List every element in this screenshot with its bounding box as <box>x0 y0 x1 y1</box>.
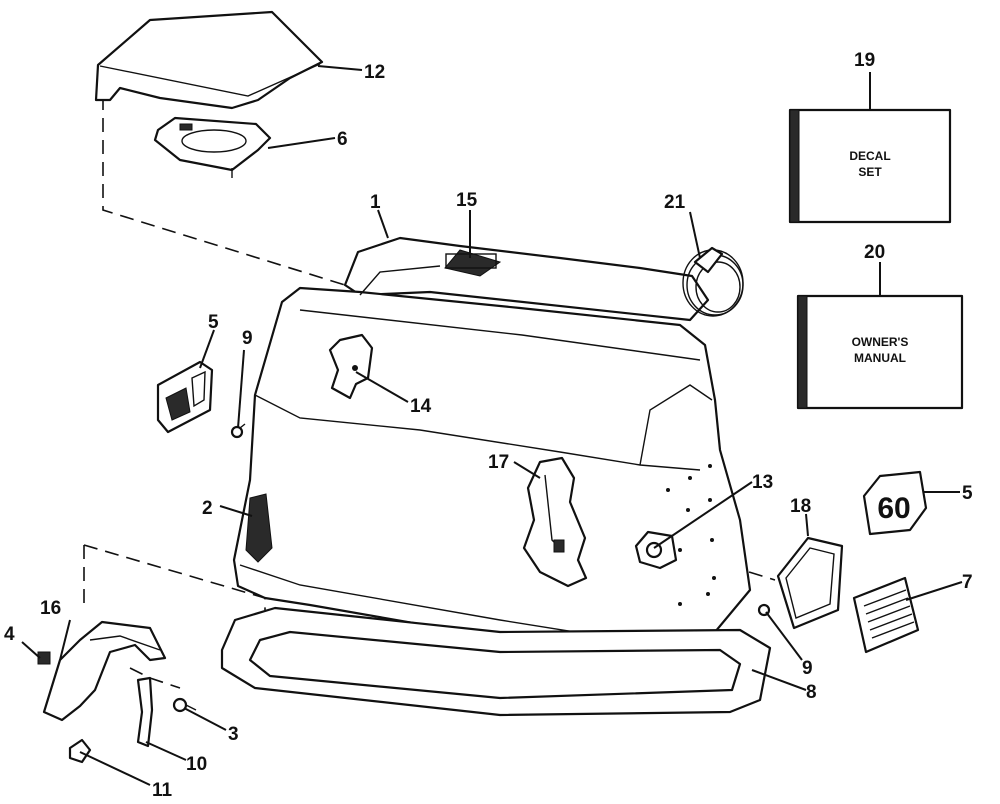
callout-16: 16 <box>40 598 61 619</box>
part-2-seal-strip <box>245 493 273 563</box>
callout-3: 3 <box>228 724 239 745</box>
badge-number-60: 60 <box>877 492 910 525</box>
part-3-screw <box>172 697 197 713</box>
part-12-top-cover <box>94 10 324 110</box>
callout-6: 6 <box>337 129 348 150</box>
part-20-owners-manual-box: OWNER'S MANUAL <box>796 294 964 410</box>
part-5-60-badge: 60 <box>862 470 928 536</box>
manual-box-line2: MANUAL <box>854 351 906 365</box>
part-18-cover-plate <box>776 536 844 630</box>
part-10-small-bracket <box>136 676 154 748</box>
part-11-rubber-foot <box>68 738 92 764</box>
part-9-screw-left <box>230 423 246 439</box>
callout-17: 17 <box>488 452 509 473</box>
callout-13: 13 <box>752 472 773 493</box>
part-14-mount-bracket <box>328 333 374 400</box>
callout-1: 1 <box>370 192 381 213</box>
part-7-vent-grille <box>852 576 920 654</box>
callout-4: 4 <box>4 624 15 645</box>
callout-labels: 12 6 19 20 21 15 1 5 9 14 17 13 2 5 7 18… <box>4 50 973 801</box>
callout-15: 15 <box>456 190 478 211</box>
callout-10: 10 <box>186 754 207 775</box>
callout-14: 14 <box>410 396 432 417</box>
callout-19: 19 <box>854 50 875 71</box>
callout-5-right: 5 <box>962 483 973 504</box>
part-21-cable-coil <box>682 246 744 317</box>
callout-8: 8 <box>806 682 817 703</box>
callout-2: 2 <box>202 498 213 519</box>
manual-box-line1: OWNER'S <box>852 335 909 349</box>
part-1-main-cowl <box>232 236 752 670</box>
decal-box-line2: SET <box>858 165 882 179</box>
part-4-clip <box>37 651 51 665</box>
part-16-lower-bracket <box>42 620 167 722</box>
part-17-latch-bracket <box>522 456 588 588</box>
callout-7: 7 <box>962 572 973 593</box>
callout-5-left: 5 <box>208 312 219 333</box>
callout-18: 18 <box>790 496 811 517</box>
callout-11: 11 <box>152 780 173 801</box>
callout-9-right: 9 <box>802 658 813 679</box>
callout-12: 12 <box>364 62 385 83</box>
part-19-decal-set-box: DECAL SET <box>788 108 952 224</box>
leader-lines <box>21 65 963 786</box>
part-5-latch-left <box>156 360 214 434</box>
callout-9-left: 9 <box>242 328 253 349</box>
callout-20: 20 <box>864 242 885 263</box>
callout-21: 21 <box>664 192 686 213</box>
part-6-gasket-plate <box>153 116 272 178</box>
decal-box-line1: DECAL <box>849 149 890 163</box>
